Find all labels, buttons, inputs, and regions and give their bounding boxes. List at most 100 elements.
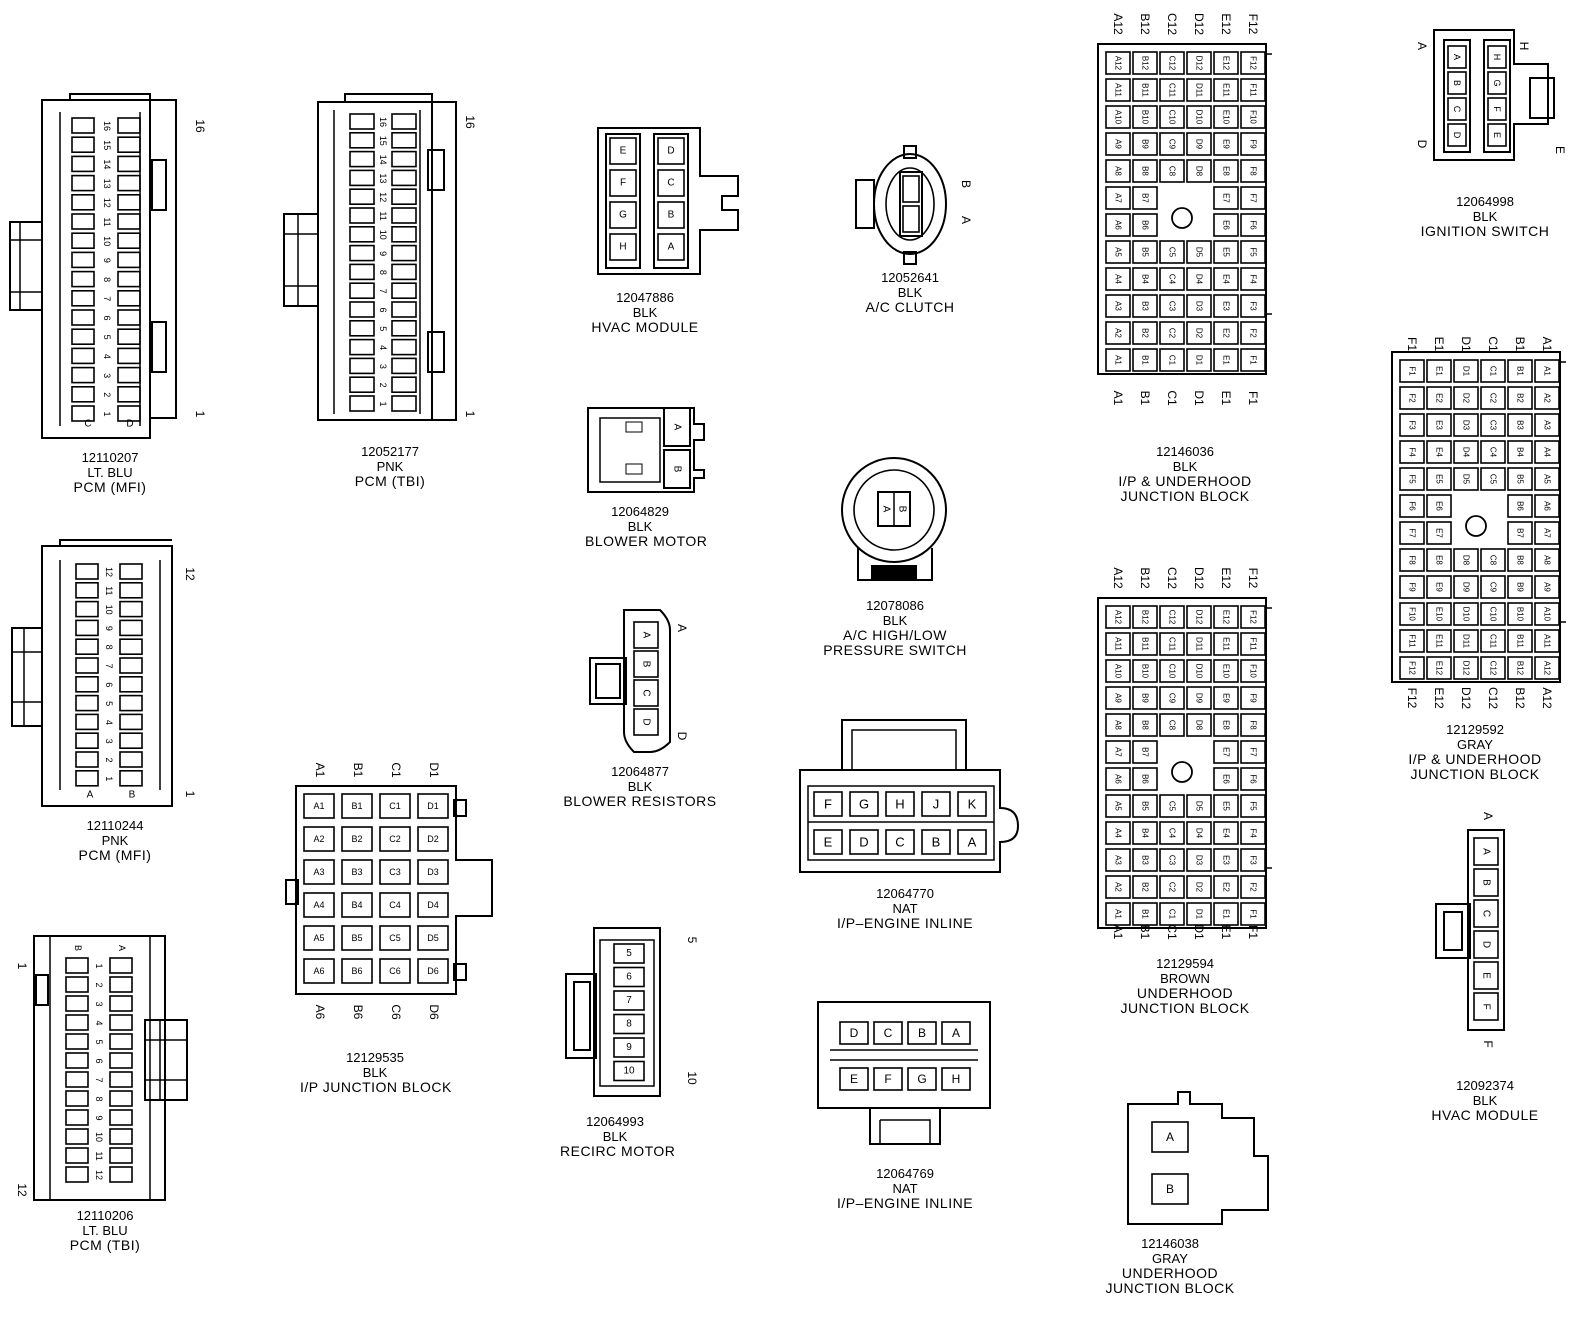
part-number: 12129535 — [346, 1050, 404, 1065]
pin-label-12: 12 — [104, 567, 114, 577]
tab — [1560, 361, 1566, 623]
pin-label-A8: A8 — [1543, 555, 1552, 565]
cavity — [71, 328, 95, 346]
latch — [851, 729, 957, 770]
pin-label-C11: C11 — [1168, 83, 1177, 98]
cavity — [1473, 992, 1499, 1021]
connector-name: JUNCTION BLOCK — [1410, 766, 1540, 782]
cavity — [1105, 659, 1131, 683]
part-number: 12110207 — [81, 450, 139, 465]
part-number: 12146036 — [1156, 444, 1214, 459]
cavity — [613, 1013, 645, 1035]
wire-color: BLK — [1472, 1093, 1498, 1108]
column-label: D1 — [427, 762, 441, 778]
jb-12129592-junction-block: F1F2F3F4F5F6F7F8F9F10F11F12E1E2E3E4E5E6E… — [1391, 336, 1566, 709]
pin-label-A5: A5 — [1114, 801, 1123, 811]
part-number: 12064770 — [876, 886, 934, 901]
cavity — [1534, 602, 1560, 626]
connector-name: UNDERHOOD — [1121, 1265, 1219, 1281]
pin-label-C: C — [895, 835, 904, 850]
cavity — [75, 751, 99, 768]
cavity — [1159, 159, 1185, 183]
connector-name: PCM (MFI) — [78, 847, 152, 863]
pin-label-B3: B3 — [351, 867, 362, 877]
cavity — [1453, 602, 1479, 626]
body-inner — [599, 417, 661, 483]
cavity — [1240, 767, 1266, 791]
latch — [12, 628, 42, 726]
pin-label-B: B — [959, 180, 973, 188]
pin-label-F5: F5 — [1408, 474, 1417, 484]
cavity — [1159, 713, 1185, 737]
pin-label-A5: A5 — [1114, 247, 1123, 257]
cavity — [1487, 71, 1507, 95]
cavity — [1105, 321, 1131, 345]
cavity — [117, 385, 141, 403]
column-label: D1 — [1192, 924, 1206, 940]
locator-hole — [1171, 761, 1193, 783]
cavity — [1399, 386, 1425, 410]
pin-label-B7: B7 — [1516, 528, 1525, 538]
wire-color: LT. BLU — [82, 1223, 128, 1238]
pin-label-A2: A2 — [1543, 393, 1552, 403]
column-label: B12 — [1138, 13, 1152, 35]
outline — [593, 927, 661, 1097]
cavity — [1426, 548, 1452, 572]
pin-label-A5: A5 — [1543, 474, 1552, 484]
cavity — [1399, 602, 1425, 626]
outline — [42, 93, 151, 101]
end-label: D — [675, 732, 689, 741]
rail — [830, 1049, 978, 1061]
cavity — [839, 1067, 869, 1091]
cavity — [117, 117, 141, 134]
pin-label-K: K — [968, 797, 977, 812]
cavity — [1186, 902, 1212, 926]
cavity — [75, 675, 99, 693]
column-label: A1 — [313, 763, 327, 778]
pin-label-B1: B1 — [1516, 366, 1525, 376]
cavity — [1426, 575, 1452, 599]
connector-name: JUNCTION BLOCK — [1120, 1000, 1250, 1016]
cavity-column — [605, 133, 641, 269]
cavity — [1105, 78, 1131, 102]
outline — [885, 167, 935, 241]
jb-12129594-junction-block: A12A11A10A9A8A7A6A5A4A3A2A1B12B11B10B9B8… — [1097, 567, 1272, 940]
cavity — [117, 347, 141, 365]
outline — [565, 973, 597, 1059]
pin-label-4: 4 — [102, 354, 112, 359]
cavity — [1213, 213, 1239, 237]
pin-label-D10: D10 — [1195, 110, 1204, 125]
outline — [799, 769, 1020, 873]
cavity — [1240, 213, 1266, 237]
cavity — [613, 1060, 645, 1082]
pin-label-6: 6 — [94, 1058, 104, 1063]
wire-color: BLK — [1172, 459, 1198, 474]
cavity — [71, 136, 95, 153]
wire-color: NAT — [892, 1181, 918, 1196]
corner-label: A — [1415, 42, 1429, 50]
pin-label-B: B — [1166, 1182, 1174, 1196]
pin-label-B3: B3 — [1141, 301, 1150, 311]
end-label: 16 — [193, 119, 207, 133]
cavity — [1186, 51, 1212, 75]
cavity — [75, 638, 99, 656]
column-label: E1 — [1219, 391, 1233, 406]
column-label: F12 — [1246, 14, 1260, 35]
cavity — [349, 301, 375, 318]
pin-label-C12: C12 — [1168, 56, 1177, 71]
column-label: B1 — [351, 763, 365, 778]
cavity — [1186, 78, 1212, 102]
pin-label-A11: A11 — [1114, 637, 1123, 651]
pin-label-E7: E7 — [1435, 528, 1444, 538]
pin-label-A: A — [1166, 1130, 1174, 1144]
column-label: B6 — [351, 1005, 365, 1020]
corner-label: H — [1517, 42, 1531, 51]
pin-label-A2: A2 — [1114, 328, 1123, 338]
end-label: 12 — [15, 1183, 29, 1197]
pin-label-E4: E4 — [1222, 828, 1231, 838]
cavity — [1132, 159, 1158, 183]
cavity — [1399, 467, 1425, 491]
